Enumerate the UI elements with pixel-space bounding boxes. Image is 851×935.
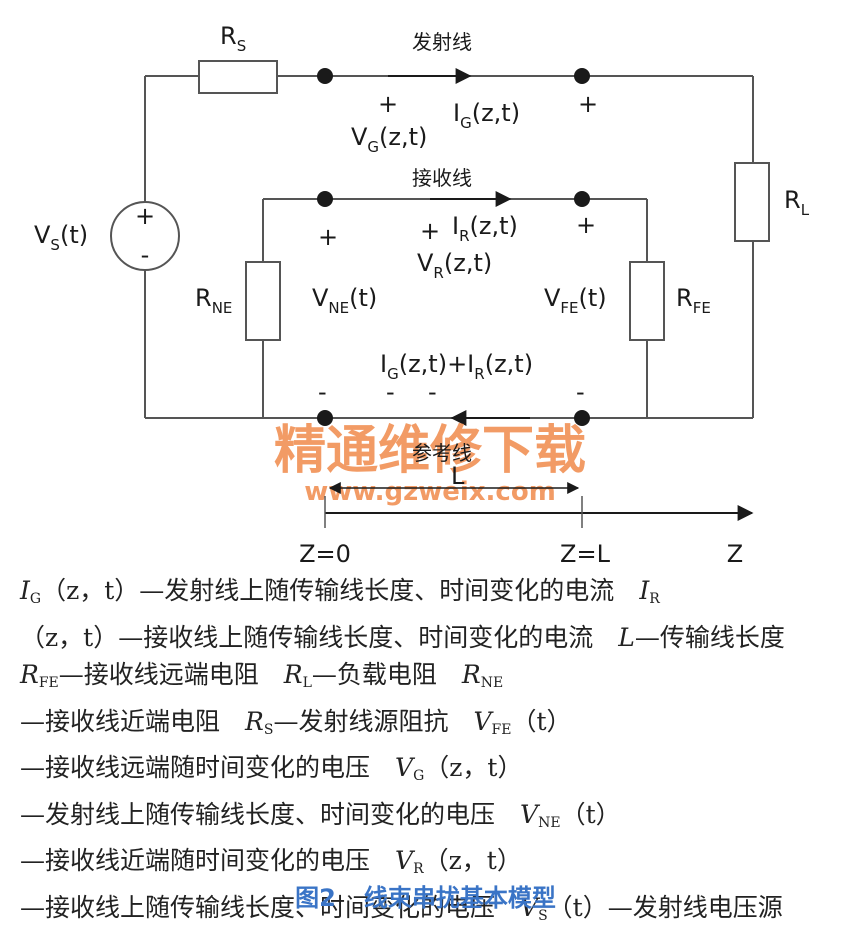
vr-minus-2: - (428, 378, 437, 406)
label-vfe: VFE(t) (544, 284, 607, 317)
label-rfe: RFE (676, 284, 711, 317)
label-vr: VR(z,t) (417, 249, 492, 282)
resistor-rl (735, 163, 769, 241)
label-return-current: IG(z,t)+IR(z,t) (380, 350, 533, 383)
vfe-minus: - (576, 378, 585, 406)
vg-far-plus: + (578, 90, 598, 118)
source-minus: - (141, 241, 150, 269)
vr-minus-1: - (386, 378, 395, 406)
node-dot (317, 191, 333, 207)
label-z0: Z=0 (299, 540, 351, 568)
label-vne: VNE(t) (312, 284, 377, 317)
label-z: Z (727, 540, 743, 568)
label-ig: IG(z,t) (453, 99, 520, 132)
legend-line: IG（z，t）—发射线上随传输线长度、时间变化的电流 IR (20, 572, 835, 619)
resistor-rs (199, 61, 277, 93)
label-transmit-line: 发射线 (412, 30, 472, 54)
label-rl: RL (784, 186, 810, 219)
figure-caption: 图2 线束串扰基本模型 (0, 878, 851, 913)
label-vs: VS(t) (34, 221, 88, 254)
legend-line: RFE—接收线远端电阻 RL—负载电阻 RNE (20, 656, 835, 703)
label-vg: VG(z,t) (351, 123, 427, 156)
figure-number: 图2 (295, 884, 336, 912)
label-rs: RS (220, 22, 246, 55)
resistor-rne (246, 262, 280, 340)
label-rne: RNE (195, 284, 232, 317)
legend-line: —发射线上随传输线长度、时间变化的电压 VNE（t） (20, 796, 835, 843)
label-zl: Z=L (560, 540, 611, 568)
vfe-plus: + (576, 211, 596, 239)
node-dot (574, 191, 590, 207)
node-dot (317, 68, 333, 84)
vr-plus: + (420, 217, 440, 245)
label-ir: IR(z,t) (452, 212, 518, 245)
legend-line: （z，t）—接收线上随传输线长度、时间变化的电流 L—传输线长度 (20, 619, 835, 657)
label-receive-line: 接收线 (412, 166, 472, 190)
watermark-url: www.gzweix.com (304, 477, 556, 507)
figure-title: 线束串扰基本模型 (364, 884, 556, 912)
legend-line: —接收线近端电阻 RS—发射线源阻抗 VFE（t） (20, 703, 835, 750)
node-dot (574, 68, 590, 84)
vne-minus: - (318, 378, 327, 406)
resistor-rfe (630, 262, 664, 340)
vg-plus: + (378, 90, 398, 118)
vne-plus: + (318, 223, 338, 251)
crosstalk-circuit-diagram: + - RS 发射线 + + IG(z,t) VG(z,t) VS(t) 接收线… (0, 0, 851, 570)
legend-line: —接收线远端随时间变化的电压 VG（z，t） (20, 749, 835, 796)
label-length: L (451, 462, 465, 490)
source-plus: + (135, 202, 155, 230)
